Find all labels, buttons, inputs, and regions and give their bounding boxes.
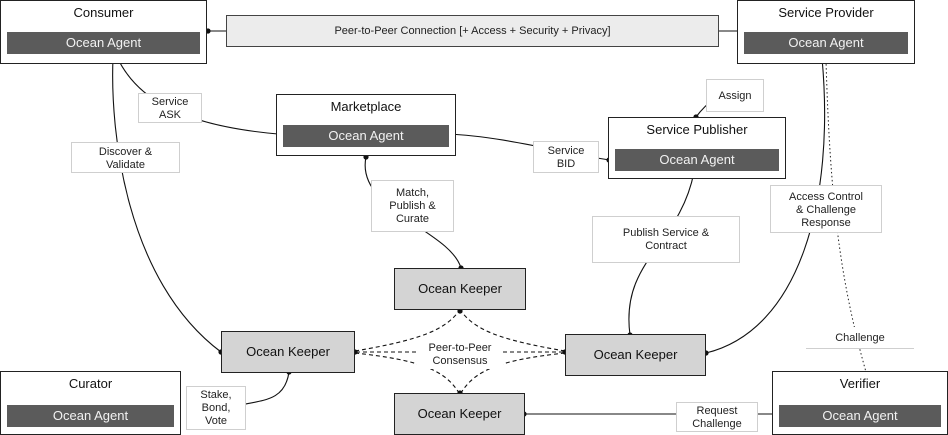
consumer-title: Consumer (73, 5, 134, 20)
verifier-ocean-agent: Ocean Agent (779, 405, 941, 427)
label-service-bid: Service BID (533, 141, 599, 173)
label-publish-service-contract: Publish Service & Contract (592, 216, 740, 263)
ocean-keeper-top: Ocean Keeper (394, 268, 526, 310)
consumer-ocean-agent: Ocean Agent (7, 32, 200, 54)
service-publisher-title: Service Publisher (646, 122, 748, 137)
verifier-title: Verifier (839, 376, 881, 391)
verifier-box: Verifier Ocean Agent (772, 371, 948, 435)
marketplace-ocean-agent: Ocean Agent (283, 125, 449, 147)
label-assign: Assign (706, 79, 764, 112)
line-consumer-left-keeper (112, 57, 222, 353)
label-discover-validate: Discover & Validate (71, 142, 180, 173)
service-publisher-box: Service Publisher Ocean Agent (608, 117, 786, 179)
line-provider-right-keeper (705, 57, 826, 354)
curator-title: Curator (68, 376, 113, 391)
consumer-box: Consumer Ocean Agent (0, 0, 207, 64)
line-curator-left-keeper (239, 371, 290, 406)
marketplace-box: Marketplace Ocean Agent (276, 94, 456, 156)
label-challenge: Challenge (806, 327, 914, 349)
service-provider-ocean-agent: Ocean Agent (744, 32, 908, 54)
label-match-publish-curate: Match, Publish & Curate (371, 180, 454, 232)
service-provider-box: Service Provider Ocean Agent (737, 0, 915, 64)
service-provider-title: Service Provider (778, 5, 874, 20)
curator-box: Curator Ocean Agent (0, 371, 181, 435)
label-consensus: Peer-to-Peer Consensus (417, 341, 503, 369)
curator-ocean-agent: Ocean Agent (7, 405, 174, 427)
label-request-challenge: Request Challenge (676, 402, 758, 432)
ocean-keeper-right: Ocean Keeper (565, 334, 706, 376)
service-publisher-ocean-agent: Ocean Agent (615, 149, 779, 171)
label-access-control: Access Control & Challenge Response (770, 185, 882, 233)
p2p-connection-label: Peer-to-Peer Connection [+ Access + Secu… (226, 15, 719, 47)
marketplace-title: Marketplace (330, 99, 402, 114)
ocean-keeper-left: Ocean Keeper (221, 331, 355, 373)
ocean-keeper-bottom: Ocean Keeper (394, 393, 525, 435)
label-stake-bond-vote: Stake, Bond, Vote (186, 386, 246, 430)
label-service-ask: Service ASK (138, 93, 202, 123)
